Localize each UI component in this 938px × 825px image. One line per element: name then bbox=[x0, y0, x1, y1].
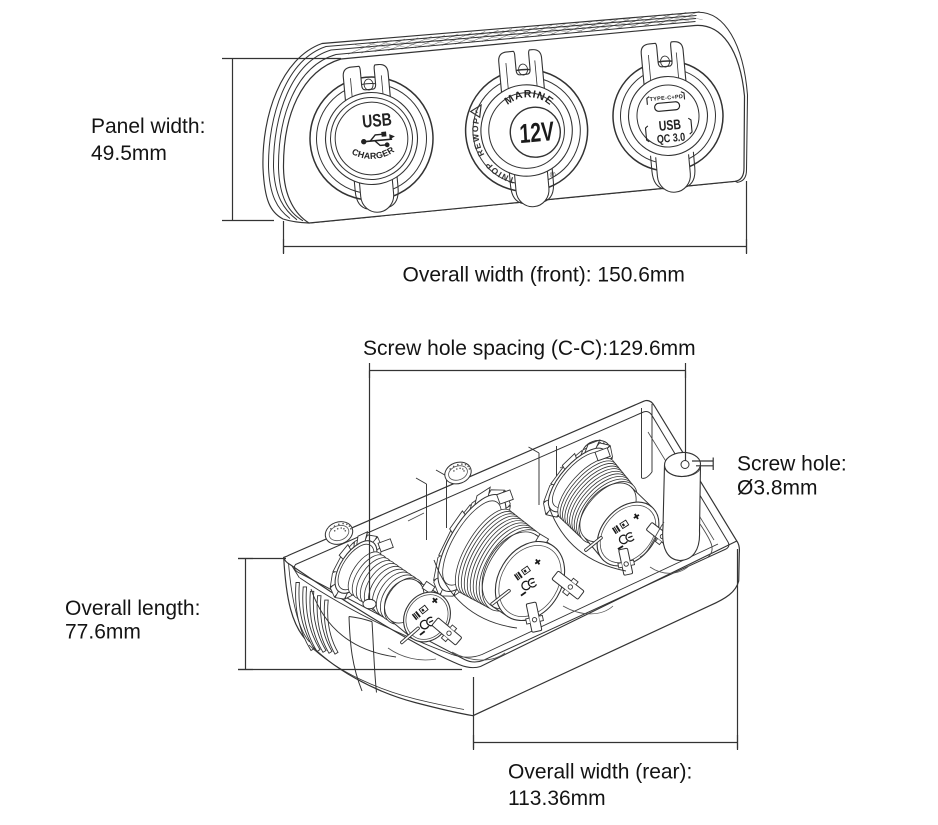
svg-text:USB: USB bbox=[658, 116, 682, 134]
svg-text:®: ® bbox=[549, 170, 556, 180]
svg-text:QC 3.0: QC 3.0 bbox=[656, 132, 686, 147]
svg-text:Overall width (rear):: Overall width (rear): bbox=[508, 761, 692, 784]
svg-text:12V: 12V bbox=[519, 116, 555, 149]
svg-text:49.5mm: 49.5mm bbox=[91, 142, 167, 165]
svg-text:Screw hole spacing (C-C):129.6: Screw hole spacing (C-C):129.6mm bbox=[363, 337, 696, 360]
svg-text:Overall width (front): 150.6mm: Overall width (front): 150.6mm bbox=[403, 264, 685, 287]
svg-text:TYPE-C+PD: TYPE-C+PD bbox=[649, 94, 683, 103]
svg-text:USB: USB bbox=[361, 110, 392, 133]
svg-text:113.36mm: 113.36mm bbox=[508, 787, 606, 810]
svg-text:77.6mm: 77.6mm bbox=[65, 621, 141, 644]
svg-text:Overall length:: Overall length: bbox=[65, 597, 200, 620]
svg-text:Ø3.8mm: Ø3.8mm bbox=[737, 477, 818, 500]
svg-text:Panel width:: Panel width: bbox=[91, 115, 205, 138]
svg-text:Screw hole:: Screw hole: bbox=[737, 453, 847, 476]
